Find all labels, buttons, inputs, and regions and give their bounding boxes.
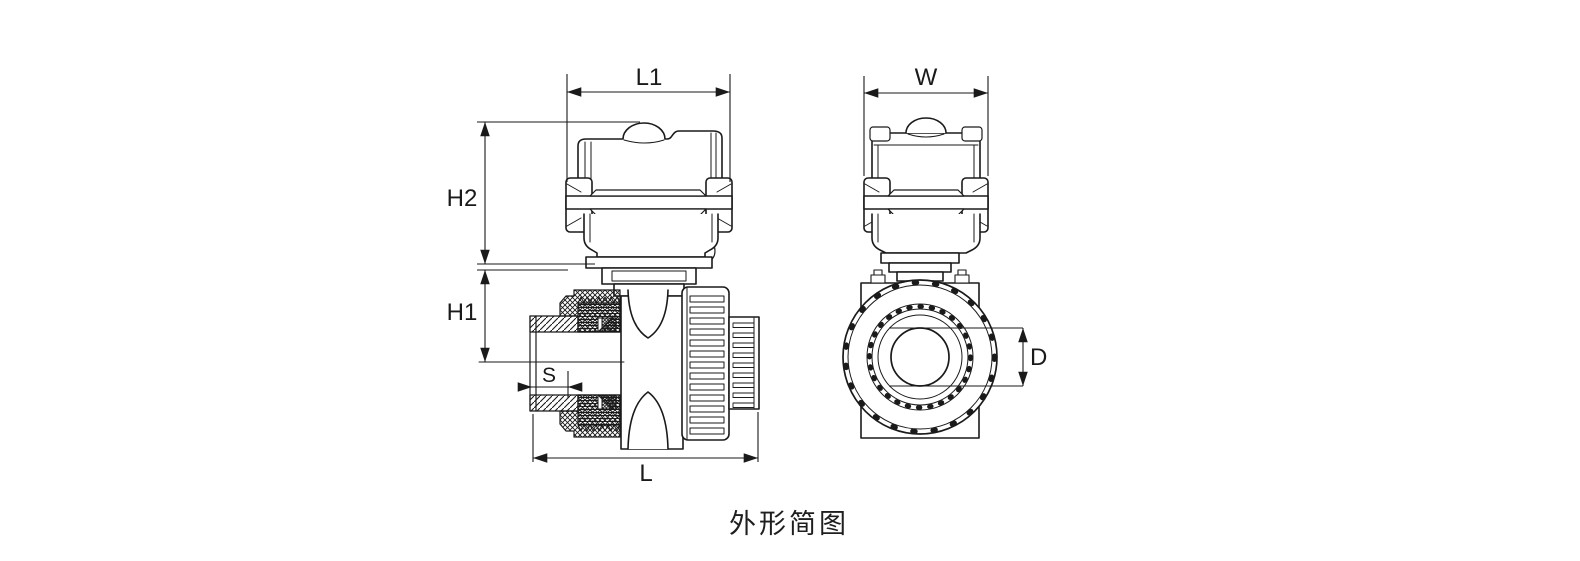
actuator-front <box>565 122 733 265</box>
dim-w: W <box>863 64 989 176</box>
union-face-circles <box>842 279 998 435</box>
left-union-nut <box>559 289 621 438</box>
flange-bolts <box>870 269 970 284</box>
dim-h1: H1 <box>447 269 568 362</box>
knurl-ticks-inner <box>867 304 973 410</box>
knurl-ticks-outer <box>843 280 997 434</box>
front-view <box>478 122 760 450</box>
valve-body-front <box>620 289 684 450</box>
dim-label-l: L <box>639 460 652 487</box>
ball-bottom-arc <box>627 391 669 450</box>
seal-bottom <box>601 394 617 410</box>
dimensions: L1 W H2 H1 S <box>447 64 1048 487</box>
actuator-side <box>863 117 989 254</box>
dim-l1: L1 <box>566 64 731 182</box>
valve-stem-side <box>880 252 960 282</box>
dim-s: S <box>517 364 583 398</box>
dim-label-d: D <box>1030 344 1047 371</box>
dim-label-h1: H1 <box>447 299 478 326</box>
ball-top-arc <box>627 289 669 339</box>
dim-d: D <box>889 327 1047 387</box>
dim-h2: H2 <box>447 121 640 265</box>
side-view <box>842 117 998 439</box>
dim-label-s: S <box>542 364 556 387</box>
seal-top <box>601 317 617 333</box>
dim-label-w: W <box>915 64 938 91</box>
nut-ribs <box>689 295 725 435</box>
dim-label-l1: L1 <box>636 64 663 91</box>
tail-ribs <box>732 322 755 408</box>
right-union-nut <box>681 286 760 441</box>
dim-l: L <box>532 412 759 487</box>
dim-label-h2: H2 <box>447 185 478 212</box>
caption: 外形简图 <box>729 509 849 539</box>
